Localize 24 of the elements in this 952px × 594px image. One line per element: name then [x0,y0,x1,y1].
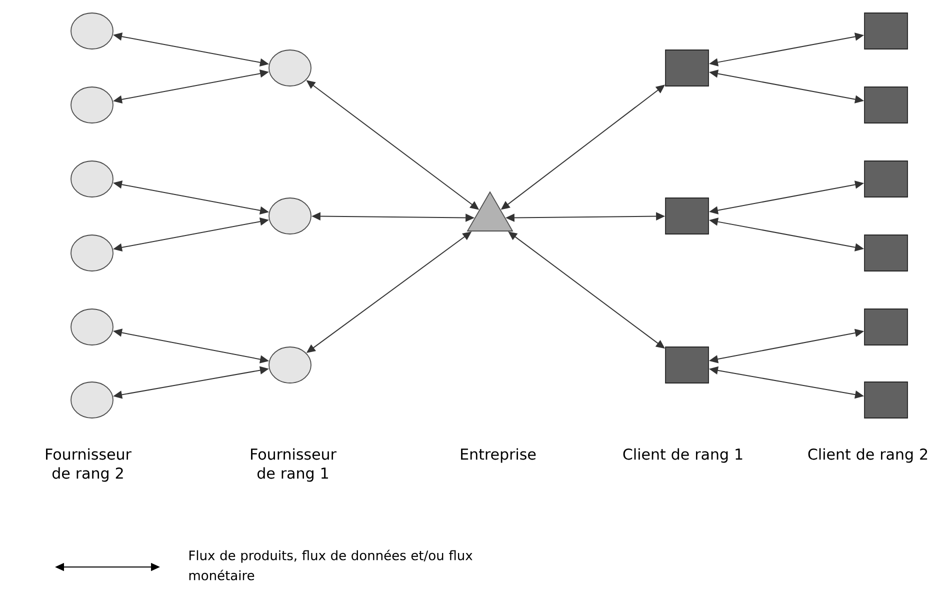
column-label: Fournisseur de rang 2 [46,448,132,482]
client-square [864,234,908,272]
client-square [665,198,709,234]
supplier-circle [70,234,114,272]
client-square [665,50,709,86]
supplier-circle [268,198,312,234]
client-square [864,86,908,124]
client-square [864,12,908,50]
column-label: Fournisseur de rang 1 [251,448,336,482]
client-square [864,308,908,346]
client-square [864,382,908,418]
supplier-circle [268,346,312,384]
supplier-circle [268,50,312,86]
supplier-circle [70,308,114,346]
supplier-circle [70,12,114,50]
column-label: Client de rang 1 [623,448,742,463]
supplier-circle [70,382,114,418]
column-label: Entreprise [461,448,536,463]
client-square [665,346,709,384]
column-label: Client de rang 2 [808,448,928,463]
supplier-circle [70,86,114,124]
client-square [864,160,908,198]
legend-text: Flux de produits, flux de données et/ou flux monétaire [189,550,472,580]
supplier-circle [70,160,114,198]
